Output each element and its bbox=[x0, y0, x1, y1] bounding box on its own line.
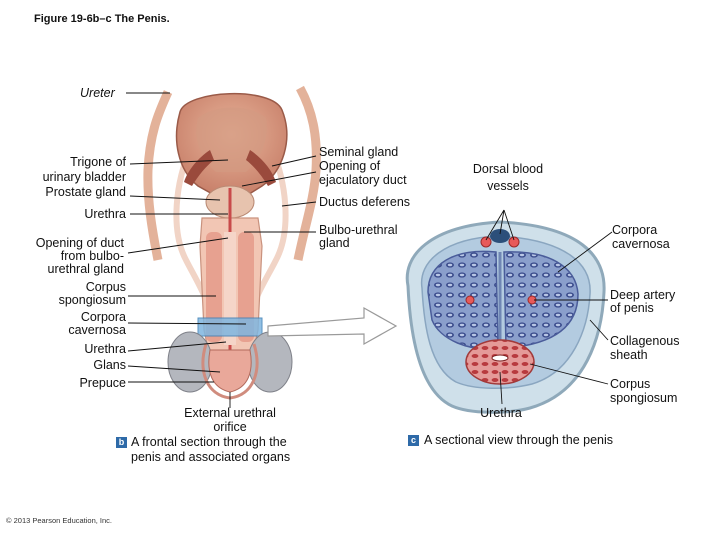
label-corpora-cavernosa-section-line2: cavernosa bbox=[612, 237, 670, 251]
frontal-section-drawing bbox=[143, 85, 321, 400]
label-urethra-section: Urethra bbox=[480, 406, 522, 420]
label-deep-artery-line1: Deep artery bbox=[610, 288, 676, 302]
label-bulbourethral-opening-line2: from bulbo- bbox=[60, 249, 124, 263]
cross-section-drawing bbox=[405, 220, 606, 414]
label-corpora-cavernosa-section-line1: Corpora bbox=[612, 223, 658, 237]
label-trigone-line1: Trigone of bbox=[70, 155, 126, 169]
label-collagenous-sheath-line2: sheath bbox=[610, 348, 648, 362]
label-urethra-upper: Urethra bbox=[84, 207, 126, 221]
panel-b-badge: b bbox=[116, 437, 127, 448]
panel-b-caption-line1: A frontal section through the bbox=[131, 435, 287, 449]
panel-b-caption-line2: penis and associated organs bbox=[131, 450, 291, 464]
label-corpus-spongiosum-section-line2: spongiosum bbox=[610, 391, 678, 405]
label-bulbourethral-gland-line1: Bulbo-urethral bbox=[319, 223, 398, 237]
label-trigone-line2: urinary bladder bbox=[42, 170, 126, 184]
label-prepuce: Prepuce bbox=[79, 376, 126, 390]
label-external-urethral-orifice-line2: orifice bbox=[213, 420, 247, 434]
panel-c-badge: c bbox=[408, 435, 419, 446]
label-corpus-spongiosum-section-line1: Corpus bbox=[610, 377, 651, 391]
label-prostate-gland: Prostate gland bbox=[45, 185, 126, 199]
label-seminal-gland: Seminal gland bbox=[319, 145, 399, 159]
label-ureter: Ureter bbox=[80, 86, 115, 100]
figure-title: Figure 19-6b–c The Penis. bbox=[34, 13, 170, 25]
copyright-notice: © 2013 Pearson Education, Inc. bbox=[6, 516, 113, 525]
label-corpora-cavernosa-line1: Corpora bbox=[80, 310, 126, 324]
label-dorsal-blood-vessels-line2: vessels bbox=[487, 179, 529, 193]
label-bulbourethral-opening-line3: urethral gland bbox=[47, 262, 124, 276]
label-ductus-deferens: Ductus deferens bbox=[319, 195, 411, 209]
label-deep-artery-line2: of penis bbox=[610, 301, 654, 315]
label-corpus-spongiosum-line1: Corpus bbox=[85, 280, 126, 294]
label-collagenous-sheath-line1: Collagenous bbox=[610, 334, 680, 348]
section-leader-lines bbox=[485, 209, 613, 405]
frontal-leader-lines bbox=[126, 92, 317, 408]
panel-c-caption: A sectional view through the penis bbox=[424, 433, 614, 447]
label-corpora-cavernosa-line2: cavernosa bbox=[68, 323, 126, 337]
label-bulbourethral-gland-line2: gland bbox=[319, 236, 350, 250]
view-arrow bbox=[267, 306, 398, 346]
label-ejaculatory-duct-line1: Opening of bbox=[319, 159, 381, 173]
label-ejaculatory-duct-line2: ejaculatory duct bbox=[319, 173, 407, 187]
label-urethra-lower: Urethra bbox=[84, 342, 126, 356]
label-bulbourethral-opening-line1: Opening of duct bbox=[35, 236, 124, 250]
label-glans: Glans bbox=[93, 358, 126, 372]
label-external-urethral-orifice-line1: External urethral bbox=[184, 406, 276, 420]
label-dorsal-blood-vessels-line1: Dorsal blood bbox=[472, 162, 544, 176]
label-corpus-spongiosum-line2: spongiosum bbox=[58, 293, 126, 307]
